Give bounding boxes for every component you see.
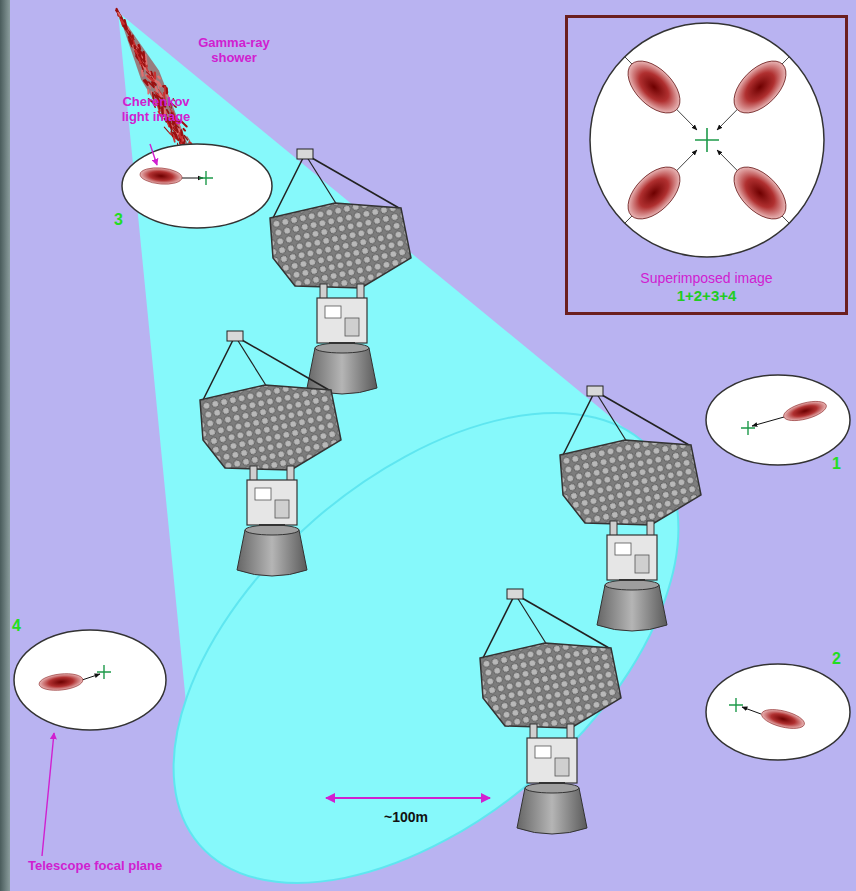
telescope-number: 2 bbox=[832, 650, 841, 668]
focal-plane bbox=[122, 144, 272, 228]
telescope bbox=[200, 331, 341, 576]
focal-plane-label: Telescope focal plane bbox=[28, 859, 162, 874]
distance-label: ~100m bbox=[366, 809, 446, 825]
telescope bbox=[270, 149, 411, 394]
frame-strip bbox=[0, 0, 10, 891]
focal-plane bbox=[706, 375, 850, 465]
telescope bbox=[480, 589, 621, 834]
telescope-number: 1 bbox=[832, 455, 841, 473]
focal-plane bbox=[706, 664, 850, 760]
dimension-arrow bbox=[326, 797, 490, 799]
leader-line bbox=[150, 144, 157, 165]
superimposed-inset bbox=[566, 16, 847, 314]
inset-formula: 1+2+3+4 bbox=[677, 287, 737, 306]
leader-line bbox=[42, 733, 54, 856]
telescope-number: 4 bbox=[12, 617, 21, 635]
telescope-number: 3 bbox=[114, 211, 123, 229]
image-label: Cherenkov light image bbox=[116, 95, 196, 125]
inset-caption: Superimposed image bbox=[640, 270, 772, 288]
telescope bbox=[560, 386, 701, 631]
shower-label: Gamma-ray shower bbox=[192, 36, 276, 66]
focal-plane bbox=[14, 630, 166, 730]
inset-box: Superimposed image1+2+3+4 bbox=[565, 15, 848, 315]
